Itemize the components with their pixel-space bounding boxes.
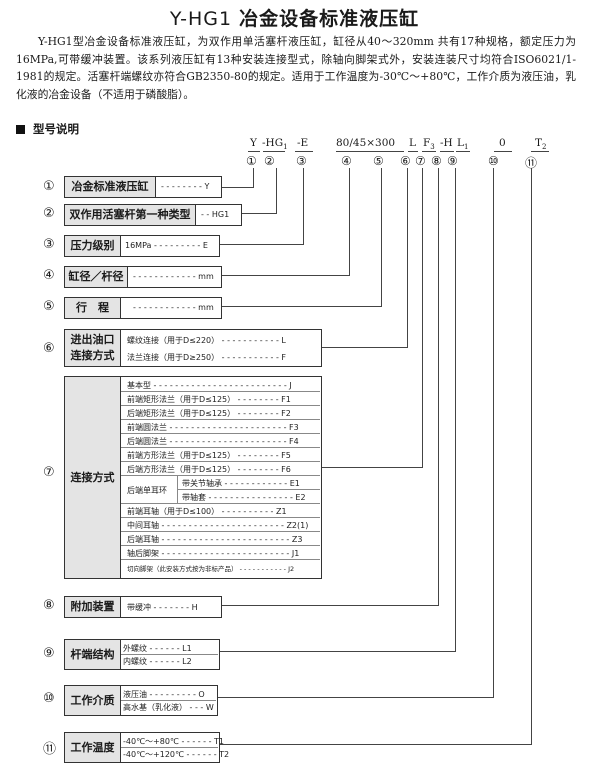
row-6: 进出油口 连接方式 螺纹连接（用于D≤220） - - - - - - - - … — [64, 329, 322, 367]
code-index-10: ⑩ — [488, 154, 499, 168]
row-7-option-2: 前端矩形法兰（用于D≤125） - - - - - - - - F1 — [127, 395, 291, 404]
row-2: 双作用活塞杆第一种类型 - - HG1 — [64, 204, 242, 226]
row-index-11: ⑪ — [43, 742, 57, 757]
row-4: 缸径／杆径 - - - - - - - - - - - - mm — [64, 266, 222, 288]
code-part-2: -HG1 — [262, 137, 288, 152]
row-7-option-14: 切向脚架（此安装方式按为非标产品） - - - - - - - - - - - … — [127, 565, 295, 573]
row-5-label: 行 程 — [64, 297, 121, 319]
row-10-label: 工作介质 — [64, 685, 121, 716]
row-7-option-5: 后端圆法兰 - - - - - - - - - - - - - - - - - … — [127, 437, 299, 446]
row-4-option: - - - - - - - - - - - - mm — [133, 272, 214, 281]
row-3-label: 压力级别 — [64, 235, 121, 257]
row-index-8: ⑧ — [43, 598, 55, 613]
row-7-option-6: 前端方形法兰（用于D≤125） - - - - - - - - F5 — [127, 451, 291, 460]
title-latin: Y-HG1 — [169, 8, 233, 30]
row-7-group-label: 后端单耳环 — [127, 486, 167, 495]
code-index-6: ⑥ — [400, 154, 411, 168]
row-7-option-11: 中间耳轴 - - - - - - - - - - - - - - - - - -… — [127, 521, 309, 530]
row-9-option-1: 外螺纹 - - - - - - L1 — [123, 644, 192, 653]
row-6-label: 进出油口 连接方式 — [64, 329, 121, 367]
row-8-label: 附加装置 — [64, 596, 121, 618]
code-index-8: ⑧ — [431, 154, 442, 168]
row-10: 工作介质 液压油 - - - - - - - - - O 高水基（乳化液） - … — [64, 685, 218, 716]
row-8-option: 带缓冲 - - - - - - - H — [127, 603, 198, 612]
row-7-option-8: 带关节轴承 - - - - - - - - - - - - E1 — [182, 479, 300, 488]
row-7-label: 连接方式 — [64, 376, 121, 579]
code-part-10: T2 — [535, 137, 547, 152]
row-4-label: 缸径／杆径 — [64, 266, 128, 288]
page-title: Y-HG1 冶金设备标准液压缸 — [0, 4, 589, 31]
row-7-option-12: 后端耳轴 - - - - - - - - - - - - - - - - - -… — [127, 535, 303, 544]
row-7-option-7: 后端方形法兰（用于D≤125） - - - - - - - - F6 — [127, 465, 291, 474]
code-part-3: -E — [297, 137, 309, 149]
row-9: 杆端结构 外螺纹 - - - - - - L1 内螺纹 - - - - - - … — [64, 639, 220, 670]
row-10-option-1: 液压油 - - - - - - - - - O — [123, 690, 205, 699]
square-bullet-icon — [16, 125, 25, 134]
row-7-option-1: 基本型 - - - - - - - - - - - - - - - - - - … — [127, 381, 292, 390]
intro-paragraph: Y-HG1型冶金设备标准液压缸，为双作用单活塞杆液压缸，缸径从40～320mm … — [16, 35, 576, 101]
code-index-7: ⑦ — [415, 154, 426, 168]
row-1-option: - - - - - - - - Y — [161, 182, 210, 191]
code-index-1: ① — [246, 154, 257, 168]
code-part-7: -H — [440, 137, 453, 149]
code-index-2: ② — [264, 154, 275, 168]
row-index-1: ① — [43, 179, 55, 194]
code-part-9: 0 — [499, 137, 506, 149]
code-index-9: ⑨ — [447, 154, 458, 168]
row-3: 压力级别 16MPa - - - - - - - - - E — [64, 235, 220, 257]
row-index-3: ③ — [43, 237, 55, 252]
row-index-2: ② — [43, 206, 55, 221]
row-11-label: 工作温度 — [64, 732, 121, 763]
row-index-4: ④ — [43, 268, 55, 283]
row-7: 连接方式 基本型 - - - - - - - - - - - - - - - -… — [64, 376, 322, 579]
row-1: 冶金标准液压缸 - - - - - - - - Y — [64, 176, 222, 198]
row-8: 附加装置 带缓冲 - - - - - - - H — [64, 596, 222, 618]
code-index-5: ⑤ — [373, 154, 384, 168]
row-3-option: 16MPa - - - - - - - - - E — [125, 241, 208, 250]
row-2-option: - - HG1 — [201, 210, 230, 219]
row-index-5: ⑤ — [43, 299, 55, 314]
row-5-option: - - - - - - - - - - - - mm — [133, 303, 214, 312]
code-part-5: L — [409, 137, 416, 149]
code-index-3: ③ — [296, 154, 307, 168]
code-index-11: ⑪ — [525, 156, 538, 170]
code-part-8: L1 — [457, 137, 469, 152]
row-7-option-9: 带轴套 - - - - - - - - - - - - - - - - E2 — [182, 493, 306, 502]
section-title: 型号说明 — [33, 122, 79, 136]
row-11-option-2: -40℃～+120℃ - - - - - - T2 — [123, 750, 230, 759]
code-part-4: 80/45×300 — [336, 137, 396, 149]
row-7-option-10: 前端耳轴（用于D≤100） - - - - - - - - - - Z1 — [127, 507, 287, 516]
code-index-4: ④ — [341, 154, 352, 168]
row-9-option-2: 内螺纹 - - - - - - L2 — [123, 657, 192, 666]
title-chinese: 冶金设备标准液压缸 — [239, 8, 420, 30]
row-index-10: ⑩ — [43, 691, 55, 706]
row-10-option-2: 高水基（乳化液） - - - W — [123, 703, 214, 712]
row-index-9: ⑨ — [43, 646, 55, 661]
row-index-6: ⑥ — [43, 341, 55, 356]
row-2-label: 双作用活塞杆第一种类型 — [64, 204, 196, 226]
section-header: 型号说明 — [16, 121, 79, 137]
row-7-option-13: 轴后脚架 - - - - - - - - - - - - - - - - - -… — [127, 549, 300, 558]
row-9-label: 杆端结构 — [64, 639, 121, 670]
code-part-6: F3 — [423, 137, 435, 152]
row-5: 行 程 - - - - - - - - - - - - mm — [64, 297, 222, 319]
row-6-option-2: 法兰连接（用于D≥250） - - - - - - - - - - - F — [127, 353, 287, 362]
row-1-label: 冶金标准液压缸 — [64, 176, 156, 198]
row-index-7: ⑦ — [43, 465, 55, 480]
row-6-option-1: 螺纹连接（用于D≤220） - - - - - - - - - - - L — [127, 336, 286, 345]
row-7-option-4: 前端圆法兰 - - - - - - - - - - - - - - - - - … — [127, 423, 299, 432]
code-part-1: Y — [250, 137, 257, 149]
row-11-option-1: -40℃～+80℃ - - - - - - T1 — [123, 737, 225, 746]
row-7-option-3: 后端矩形法兰（用于D≤125） - - - - - - - - F2 — [127, 409, 291, 418]
row-11: 工作温度 -40℃～+80℃ - - - - - - T1 -40℃～+120℃… — [64, 732, 229, 763]
